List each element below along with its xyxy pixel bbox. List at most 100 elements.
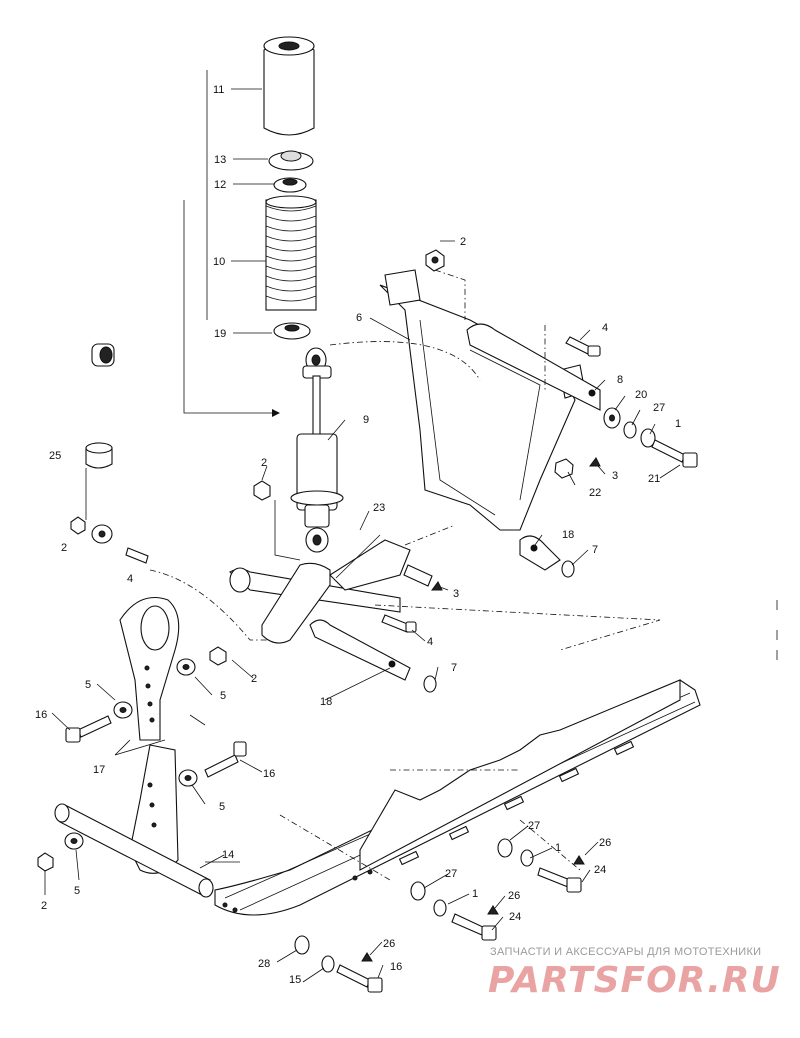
bolt-16-a <box>65 715 112 743</box>
spring-seat-lower <box>273 322 311 340</box>
callout-22: 22 <box>589 487 601 499</box>
nut-2-upper <box>425 249 445 272</box>
callout-2: 2 <box>61 542 67 554</box>
bushing-left <box>91 524 113 544</box>
callout-16: 16 <box>263 768 275 780</box>
callout-17: 17 <box>93 764 105 776</box>
callout-12: 12 <box>214 179 226 191</box>
washer-15 <box>321 955 335 973</box>
bushing-loose <box>91 343 115 367</box>
bushing-8 <box>588 389 596 397</box>
bushing-18-upper <box>530 544 538 552</box>
washer-7-lower <box>423 675 437 693</box>
callout-19: 19 <box>214 328 226 340</box>
washer-1-c <box>433 899 447 917</box>
stack-bracket-inner <box>183 200 272 414</box>
cap-3-upper <box>589 457 601 467</box>
washer-5-a <box>113 701 133 719</box>
nut-22 <box>554 458 574 479</box>
slide-rail <box>214 679 701 916</box>
callout-2: 2 <box>261 457 267 469</box>
callout-25: 25 <box>49 450 61 462</box>
callout-labels: 11 13 12 10 19 2 6 4 8 20 27 1 21 3 22 9… <box>35 84 681 986</box>
watermark: ЗАПЧАСТИ И АКСЕССУАРЫ ДЛЯ МОТОТЕХНИКИ PA… <box>488 946 780 1001</box>
cap-26-b <box>487 905 499 915</box>
washer-27-c <box>410 881 426 901</box>
nut-2-e <box>37 852 54 872</box>
callout-5: 5 <box>220 690 226 702</box>
callout-26: 26 <box>383 938 395 950</box>
callout-2: 2 <box>41 900 47 912</box>
callout-20: 20 <box>635 389 647 401</box>
callout-21: 21 <box>648 473 660 485</box>
bolt-16-b <box>204 741 247 778</box>
callout-6: 6 <box>356 312 362 324</box>
callout-1: 1 <box>675 418 681 430</box>
washer-5-d <box>64 832 84 850</box>
callout-9: 9 <box>363 414 369 426</box>
callout-26: 26 <box>508 890 520 902</box>
callout-24: 24 <box>594 864 606 876</box>
callout-3: 3 <box>453 588 459 600</box>
callout-27: 27 <box>653 402 665 414</box>
washer-5-c <box>178 769 198 787</box>
callout-4: 4 <box>602 322 608 334</box>
callout-1: 1 <box>555 842 561 854</box>
callout-18: 18 <box>562 529 574 541</box>
cap-25 <box>85 442 113 469</box>
callout-27: 27 <box>445 868 457 880</box>
callout-2: 2 <box>460 236 466 248</box>
callout-11: 11 <box>213 84 224 96</box>
callout-4: 4 <box>427 636 433 648</box>
callout-23: 23 <box>373 502 385 514</box>
callout-24: 24 <box>509 911 521 923</box>
callout-14: 14 <box>222 849 234 861</box>
front-arm <box>119 596 180 874</box>
washer-1-b <box>520 849 534 867</box>
callout-18: 18 <box>320 696 332 708</box>
callout-13: 13 <box>214 154 226 166</box>
pivot-shaft <box>54 803 214 898</box>
callout-28: 28 <box>258 958 270 970</box>
washer-1-upper <box>640 428 656 448</box>
callout-7: 7 <box>451 662 457 674</box>
shock-absorber <box>290 347 344 553</box>
cap-26-a <box>573 855 585 865</box>
washer-27-upper <box>623 421 637 439</box>
washer-28 <box>294 935 310 955</box>
bolt-21 <box>651 439 698 468</box>
washer-5-b <box>176 658 196 676</box>
callout-2: 2 <box>251 673 257 685</box>
shock-cover-sleeve <box>263 36 315 136</box>
bolt-4-mid <box>381 614 417 633</box>
bushing-18-lower <box>388 660 396 668</box>
coil-spring <box>265 195 317 311</box>
callout-7: 7 <box>592 544 598 556</box>
bolt-24-b <box>451 913 497 941</box>
callout-16: 16 <box>390 961 402 973</box>
callout-5: 5 <box>85 679 91 691</box>
callout-27: 27 <box>528 820 540 832</box>
rear-arm <box>379 269 601 571</box>
callout-8: 8 <box>617 374 623 386</box>
spring-seat-upper <box>268 150 314 171</box>
washer-20 <box>603 407 621 429</box>
leader-lines <box>44 88 681 983</box>
callout-4: 4 <box>127 573 133 585</box>
washer-27-b <box>497 838 513 858</box>
watermark-tagline: ЗАПЧАСТИ И АКСЕССУАРЫ ДЛЯ МОТОТЕХНИКИ <box>490 946 761 958</box>
bolt-4-left <box>125 547 149 564</box>
bolt-24-a <box>537 867 582 893</box>
callout-3: 3 <box>612 470 618 482</box>
bolt-4-upper <box>565 336 601 357</box>
callout-5: 5 <box>74 885 80 897</box>
link-arm <box>229 539 433 681</box>
callout-1: 1 <box>472 888 478 900</box>
callout-5: 5 <box>219 801 225 813</box>
nut-2-mid <box>253 480 271 501</box>
callout-26: 26 <box>599 837 611 849</box>
washer-7-upper <box>561 560 575 578</box>
nut-2-left <box>70 516 86 535</box>
cap-3-mid <box>431 581 443 591</box>
